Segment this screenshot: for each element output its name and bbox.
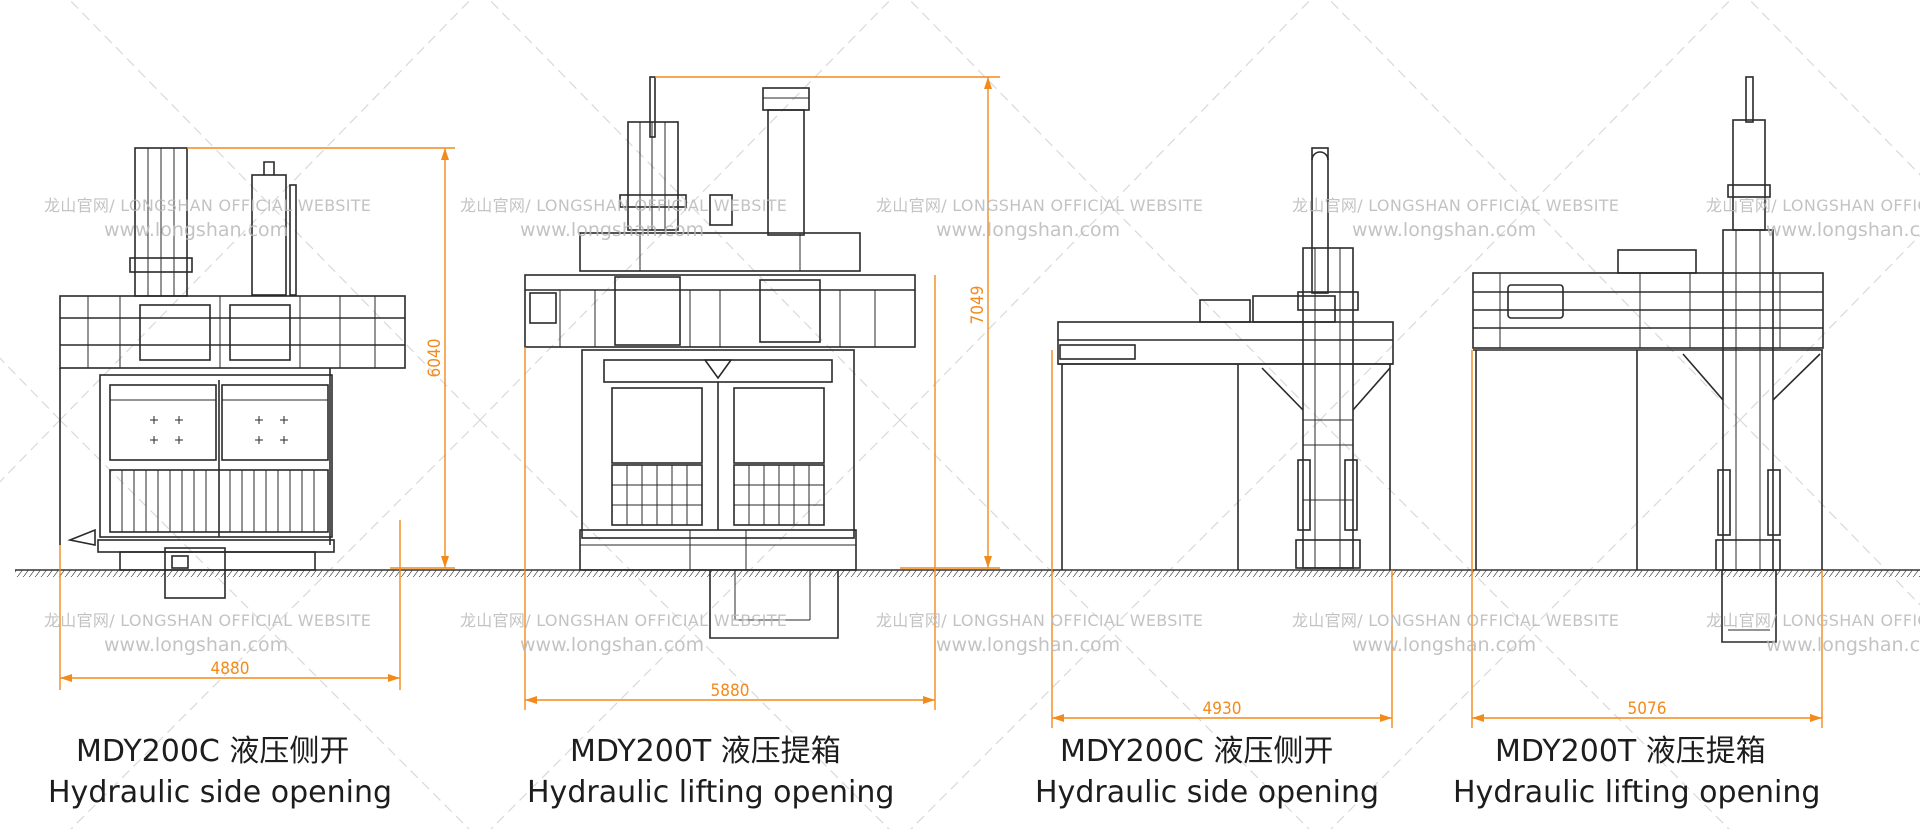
machine-1-drawing [59, 147, 406, 599]
machine-1-name-label: Hydraulic side opening [48, 775, 393, 810]
machine-4-width-dimension: 5076 [1628, 699, 1667, 719]
machine-3-dimensions [1051, 350, 1393, 728]
machine-4-dimensions [1471, 350, 1823, 728]
machine-4-name-label: Hydraulic lifting opening [1453, 775, 1821, 810]
machine-3-name-label: Hydraulic side opening [1035, 775, 1380, 810]
watermark: 龙山官网/ LONGSHAN OFFICIAL WEBSITEwww.longs… [1706, 196, 1920, 241]
machine-2-dimensions [524, 76, 1000, 710]
watermark: 龙山官网/ LONGSHAN OFFICIAL WEBSITEwww.longs… [1706, 611, 1920, 656]
ground-line [15, 569, 1920, 577]
machine-3-width-dimension: 4930 [1203, 699, 1242, 719]
machine-2-model-label: MDY200T 液压提箱 [570, 734, 841, 769]
machine-4-drawing [1472, 76, 1824, 643]
machine-1-height-dimension: 6040 [425, 339, 445, 378]
machine-1-model-label: MDY200C 液压侧开 [76, 734, 350, 769]
machine-1-width-dimension: 4880 [211, 659, 250, 679]
machine-2-height-dimension: 7049 [968, 286, 988, 325]
machine-3-drawing [1057, 147, 1394, 570]
machine-3-model-label: MDY200C 液压侧开 [1060, 734, 1334, 769]
machine-2-name-label: Hydraulic lifting opening [527, 775, 895, 810]
machine-2-drawing [524, 76, 916, 639]
machine-1-dimensions [59, 147, 455, 690]
machine-4-model-label: MDY200T 液压提箱 [1495, 734, 1766, 769]
machine-2-width-dimension: 5880 [711, 681, 750, 701]
